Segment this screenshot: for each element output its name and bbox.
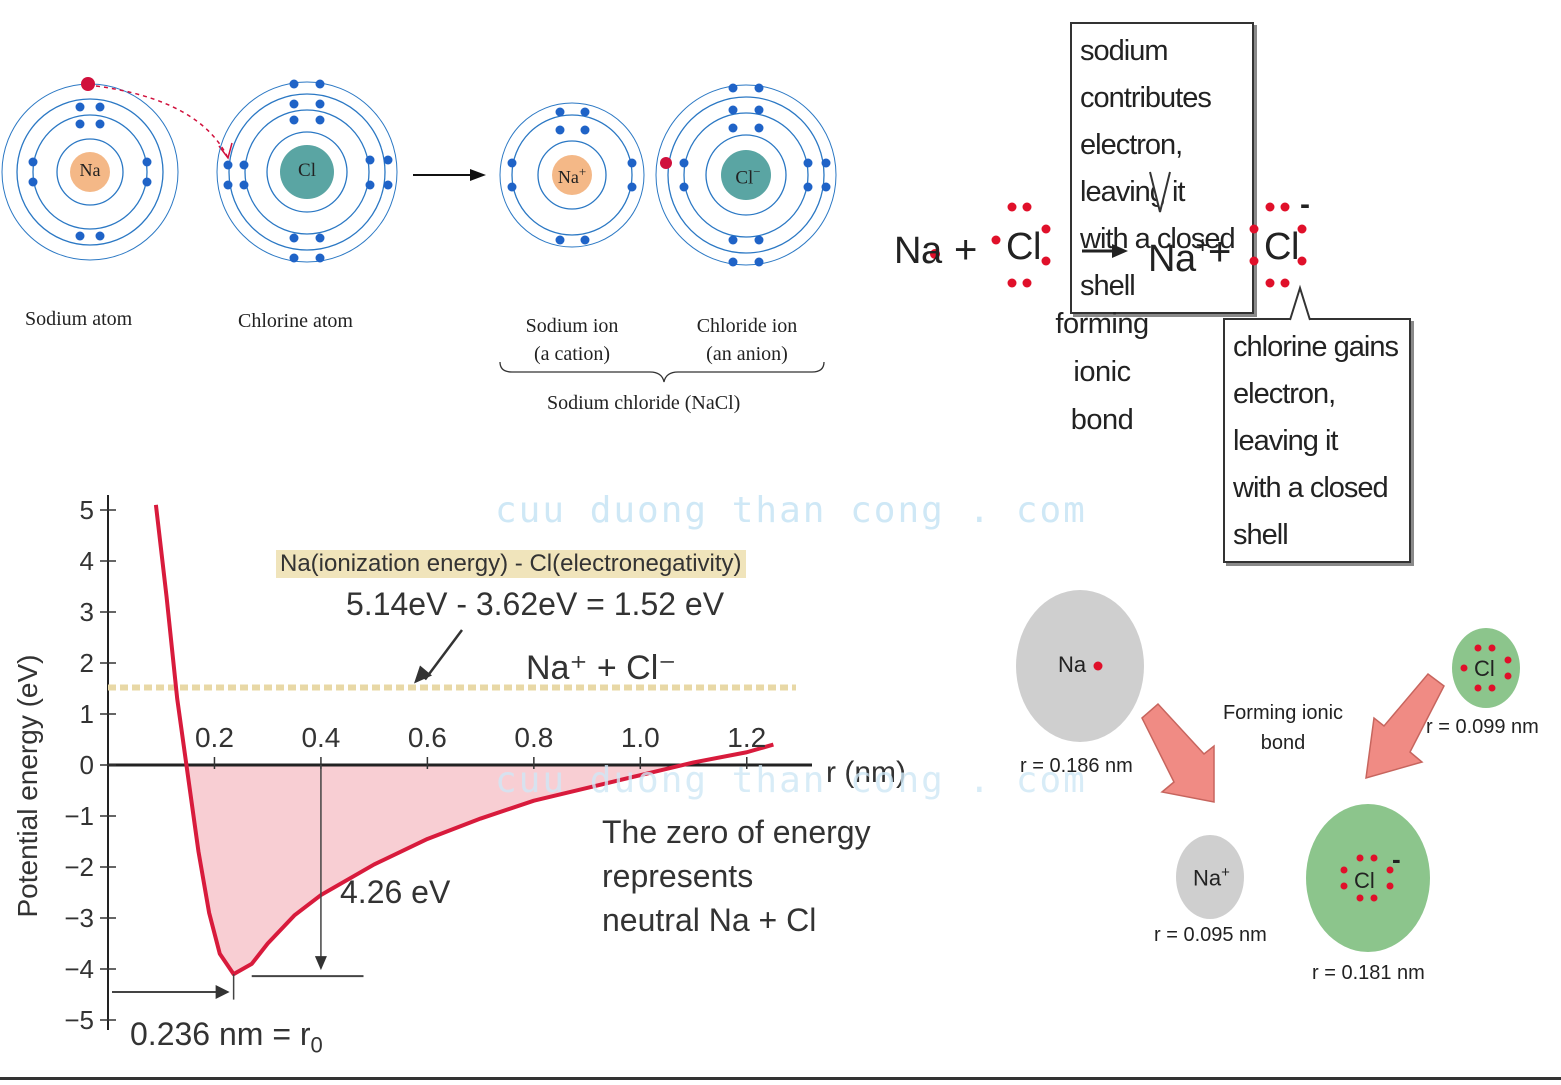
x-tick-label: 0.8 (514, 722, 553, 753)
y-tick-label: 3 (80, 597, 94, 627)
na-atom-symbol: Na (1058, 652, 1086, 678)
na-atom-radius: r = 0.186 nm (1020, 755, 1133, 778)
cl-ion-symbol-r: Cl (1354, 868, 1375, 894)
cl-ion-radius: r = 0.181 nm (1312, 962, 1425, 985)
cl-ion-charge-r: - (1392, 844, 1401, 875)
x-tick-label: 1.0 (621, 722, 660, 753)
plus-sign-1: + (954, 228, 977, 273)
bottom-rule (0, 1077, 1561, 1080)
sodium-ion-label: Sodium ion (a cation) (508, 312, 636, 368)
r0-arrowhead (216, 985, 230, 999)
annotation-header-2: 5.14eV - 3.62eV = 1.52 eV (346, 586, 724, 623)
sodium-atom-label: Sodium atom (25, 308, 132, 331)
radius-diagram: Na Cl Na+ Cl - r = 0.186 nm r = 0.099 nm… (990, 580, 1560, 1000)
sodium-atom-symbol: Na (72, 160, 108, 181)
callout-bottom-pointer (1290, 288, 1310, 320)
cl-symbol: Cl (1006, 226, 1041, 269)
y-tick-label: 0 (80, 750, 94, 780)
chlorine-atom-label: Chlorine atom (238, 310, 353, 333)
well-depth-arrowhead (315, 956, 327, 970)
well-depth-label: 4.26 eV (340, 874, 450, 911)
r0-label: 0.236 nm = r0 (130, 1016, 323, 1058)
reference-line-label: Na⁺ + Cl⁻ (526, 648, 676, 688)
y-axis-title: Potential energy (eV) (12, 646, 44, 926)
x-tick-label: 0.4 (301, 722, 340, 753)
x-tick-label: 0.2 (195, 722, 234, 753)
atom-shell-diagram: Na Cl Na+ Cl− Sodium atom Chlorine atom … (0, 0, 860, 430)
y-tick-label: 1 (80, 699, 94, 729)
y-tick-label: −1 (64, 801, 94, 831)
callout-top-pointer (1150, 172, 1170, 212)
y-tick-label: −5 (64, 1005, 94, 1035)
chloride-ion-label: Chloride ion (an anion) (680, 312, 814, 368)
zero-energy-note: The zero of energy represents neutral Na… (602, 810, 871, 942)
sodium-ion-symbol: Na+ (550, 164, 594, 188)
x-tick-label: 0.6 (408, 722, 447, 753)
na-ion-symbol: Na+ (1148, 232, 1209, 281)
forming-ionic-bond-label: forming ionic bond (1040, 300, 1164, 444)
cl-ion-symbol: Cl (1264, 226, 1299, 269)
cl-ion-charge: - (1300, 188, 1310, 222)
y-tick-label: 2 (80, 648, 94, 678)
y-tick-label: 5 (80, 495, 94, 525)
compound-label: Sodium chloride (NaCl) (547, 392, 740, 415)
header-pointer-arrowhead (414, 665, 432, 683)
lewis-equation-panel: sodium contributes electron, leaving it … (860, 0, 1560, 490)
na-symbol: Na (894, 230, 942, 273)
y-tick-label: −2 (64, 852, 94, 882)
na-ion-radius: r = 0.095 nm (1154, 924, 1267, 947)
cl-atom-radius: r = 0.099 nm (1426, 716, 1539, 739)
na-ion-symbol-r: Na+ (1193, 864, 1230, 891)
arrow-na-to-ion (1142, 704, 1214, 802)
y-tick-label: −4 (64, 954, 94, 984)
plus-sign-2: + (1208, 230, 1231, 275)
y-tick-label: −3 (64, 903, 94, 933)
forming-ionic-bond-label-2: Forming ionic bond (1220, 698, 1346, 758)
x-tick-label: 1.2 (727, 722, 766, 753)
y-axis-title-wrap: Potential energy (eV) (8, 620, 48, 950)
chlorine-atom-symbol: Cl (289, 160, 325, 182)
y-tick-label: 4 (80, 546, 94, 576)
header-pointer-line (425, 630, 462, 679)
annotation-header-1: Na(ionization energy) - Cl(electronegati… (276, 550, 746, 578)
chloride-ion-symbol: Cl− (726, 164, 770, 189)
cl-atom-symbol: Cl (1474, 656, 1495, 682)
radius-svg (990, 580, 1560, 1000)
